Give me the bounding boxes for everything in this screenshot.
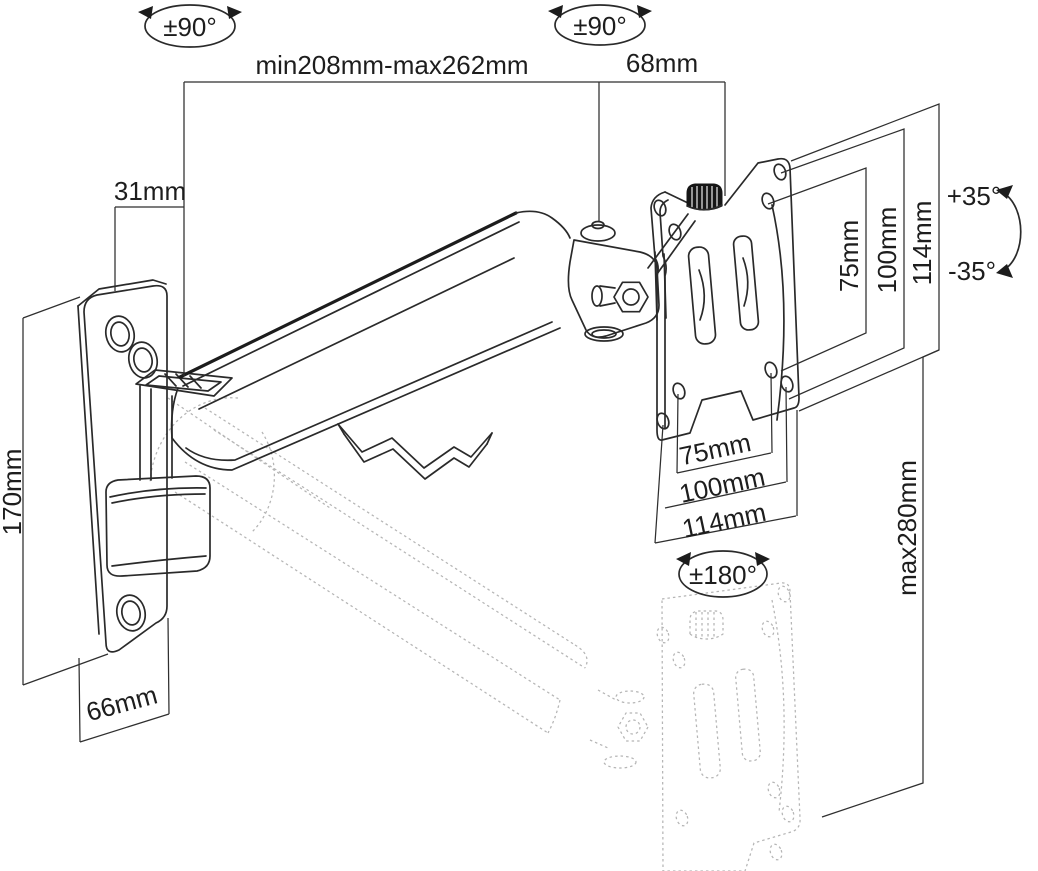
gas-spring-arm [170,210,571,480]
ghost-vesa-holes [656,585,795,861]
wall-hinge [105,369,233,577]
cable-clip [337,423,493,480]
label-swivel-head: ±90° [573,11,627,41]
vesa-plate [650,157,800,441]
label-wall-plate-height: 170mm [0,449,27,536]
rotation-indicator-vesa [676,550,770,598]
wall-plate [77,279,168,653]
vesa-holes [653,163,794,430]
label-plate-top-offset: 31mm [114,176,186,206]
tilt-indicator [996,185,1022,278]
rotation-indicator-head [548,4,652,46]
label-vesa-vertical-114: 114mm [907,201,937,286]
hex-bolt [613,281,649,313]
label-rotation-range: ±180° [689,560,757,590]
label-extension-range: min208mm-max262mm [255,50,528,80]
label-height-adjustment: max280mm [892,460,922,596]
label-head-offset: 68mm [626,48,698,78]
label-swivel-wall: ±90° [163,12,217,42]
thumbscrew-knob [686,183,723,211]
ghost-arm-lowered-position [149,397,801,871]
label-tilt-down: -35° [948,256,996,286]
tilt-joint [567,213,696,342]
label-tilt-up: +35° [947,181,1002,211]
label-vesa-vertical-75: 75mm [834,220,864,292]
label-vesa-vertical-100: 100mm [872,207,902,294]
dimension-lines [22,81,940,818]
rotation-indicator-wall [138,4,242,48]
